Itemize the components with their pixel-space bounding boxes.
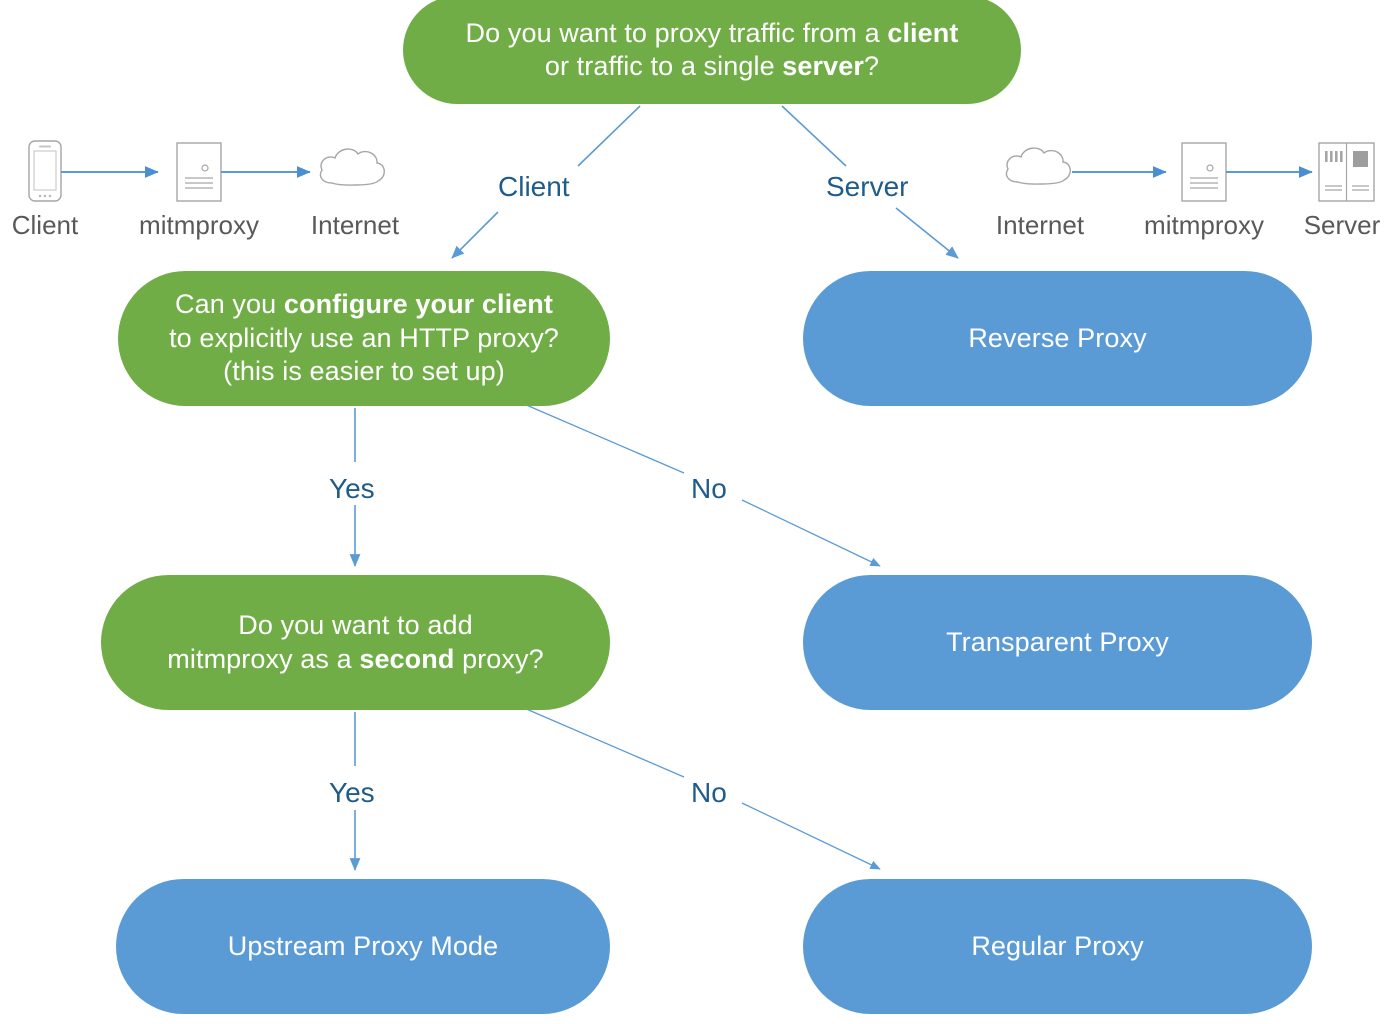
node-result-reverse-proxy-label: Reverse Proxy xyxy=(968,322,1147,353)
node-result-regular-proxy-label: Regular Proxy xyxy=(971,930,1144,961)
q1-line1-bold: client xyxy=(887,17,959,48)
node-question-configure-client[interactable]: Can you configure your client to explici… xyxy=(118,271,610,406)
proxy-document-icon xyxy=(1181,142,1227,202)
q2-line2: to explicitly use an HTTP proxy? xyxy=(169,322,559,353)
q3-line2-bold: second xyxy=(359,643,455,674)
q2-line1-part1: Can you xyxy=(174,289,284,320)
q1-line1-part1: Do you want to proxy traffic from a xyxy=(465,17,888,48)
node-question-client-or-server-text: Do you want to proxy traffic from a clie… xyxy=(466,17,959,84)
q3-line2-part2: proxy? xyxy=(454,643,544,674)
node-result-regular-proxy[interactable]: Regular Proxy xyxy=(803,879,1312,1014)
q1-line2-bold: server xyxy=(782,51,864,81)
q2-line1-bold: configure your client xyxy=(283,289,553,320)
topology-label-mitmproxy-right: mitmproxy xyxy=(1144,210,1264,240)
edge-label-second-no: No xyxy=(691,777,727,808)
topology-label-internet-right: Internet xyxy=(995,210,1085,240)
server-rack-icon xyxy=(1318,142,1375,202)
q2-line3: (this is easier to set up) xyxy=(223,356,505,387)
node-result-transparent-proxy-label: Transparent Proxy xyxy=(946,626,1169,657)
q1-line2-part2: ? xyxy=(863,51,880,81)
edge-label-client: Client xyxy=(498,171,570,202)
q1-line2-part1: or traffic to a single xyxy=(544,51,783,81)
node-result-upstream-proxy-mode-label: Upstream Proxy Mode xyxy=(227,930,499,961)
edge-label-configure-no: No xyxy=(691,473,727,504)
smartphone-icon xyxy=(28,140,62,202)
node-result-transparent-proxy[interactable]: Transparent Proxy xyxy=(803,575,1312,710)
cloud-icon xyxy=(319,148,385,186)
cloud-icon xyxy=(1005,147,1071,185)
q3-line2-part1: mitmproxy as a xyxy=(167,643,360,674)
edge-label-configure-yes: Yes xyxy=(329,473,375,504)
node-question-second-proxy-text: Do you want to add mitmproxy as a second… xyxy=(167,609,543,676)
topology-label-mitmproxy-left: mitmproxy xyxy=(139,210,259,240)
node-question-second-proxy[interactable]: Do you want to add mitmproxy as a second… xyxy=(101,575,610,710)
node-question-configure-client-text: Can you configure your client to explici… xyxy=(169,288,559,388)
server-topology-icons xyxy=(1005,142,1375,202)
node-result-reverse-proxy[interactable]: Reverse Proxy xyxy=(803,271,1312,406)
proxy-document-icon xyxy=(176,142,222,202)
topology-label-client: Client xyxy=(11,210,79,240)
edge-label-server: Server xyxy=(826,171,909,202)
edge-label-second-yes: Yes xyxy=(329,777,375,808)
topology-label-internet-left: Internet xyxy=(310,210,400,240)
topology-label-server-right: Server xyxy=(1303,210,1381,240)
client-topology-icons xyxy=(28,140,385,202)
node-question-client-or-server[interactable]: Do you want to proxy traffic from a clie… xyxy=(403,0,1021,104)
q3-line1: Do you want to add xyxy=(238,610,473,641)
node-result-upstream-proxy-mode[interactable]: Upstream Proxy Mode xyxy=(116,879,610,1014)
